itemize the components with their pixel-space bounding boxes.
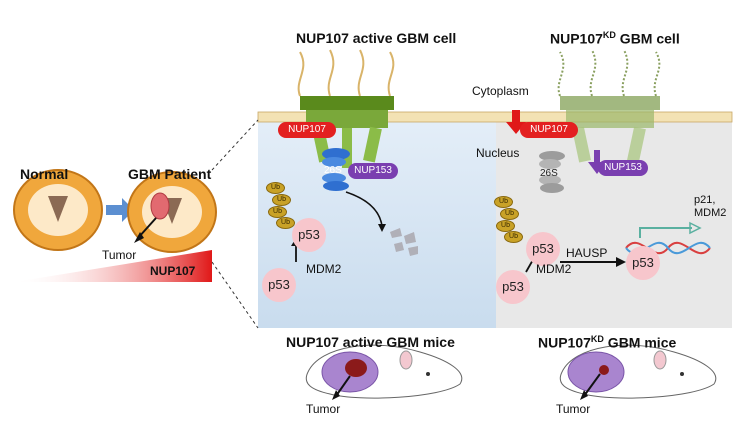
active-mice-title: NUP107 active GBM mice	[286, 334, 455, 350]
zoom-line-bottom	[211, 261, 259, 329]
nuclear-membrane	[257, 111, 733, 123]
kd-nup107-pill: NUP107	[520, 122, 578, 138]
active-ub-2: Ub	[272, 194, 291, 206]
tumor-label: Tumor	[102, 248, 137, 262]
transcription-arrow	[639, 227, 692, 238]
kd-ub-3: Ub	[496, 220, 515, 232]
zoom-line-top	[211, 119, 259, 171]
target-gene-label-1: p21,	[694, 194, 716, 206]
normal-brain-label: Normal	[20, 166, 69, 182]
degradation-arrow	[345, 191, 383, 227]
active-ub-4: Ub	[276, 217, 295, 229]
kd-p53-free: p53	[496, 270, 530, 304]
kd-nup153-pill: NUP153	[598, 160, 648, 176]
kd-ub-2: Ub	[500, 208, 519, 220]
kd-panel-title: NUP107KD GBM cell	[550, 30, 680, 47]
nup107-expression-ramp	[14, 250, 212, 282]
active-p53-ubiquitinated: p53	[292, 218, 326, 252]
normal-brain-icon	[13, 169, 103, 251]
kd-panel-bg	[496, 118, 732, 328]
target-gene-label-2: MDM2	[694, 207, 727, 219]
kd-ub-1: Ub	[494, 196, 513, 208]
progression-arrow-icon	[106, 198, 134, 222]
active-ub-3: Ub	[268, 206, 287, 218]
active-26s-label: 26S	[324, 165, 342, 176]
kd-ub-4: Ub	[504, 231, 523, 243]
active-p53-free: p53	[262, 268, 296, 302]
active-mice-tumor-label: Tumor	[306, 402, 341, 416]
active-nup153-pill: NUP153	[348, 163, 398, 179]
active-mdm2-label: MDM2	[306, 262, 342, 276]
active-panel-title: NUP107 active GBM cell	[296, 30, 457, 46]
active-26s-proteasome-icon	[322, 148, 350, 191]
degraded-p53-fragments-icon	[390, 228, 418, 256]
kd-26s-proteasome-icon	[539, 151, 565, 193]
active-mouse-icon	[305, 344, 463, 399]
kd-p53-ubiquitinated: p53	[526, 232, 560, 266]
hausp-label: HAUSP	[566, 246, 608, 260]
active-nup107-pill: NUP107	[278, 122, 336, 138]
nup107-ramp-label: NUP107	[150, 264, 196, 278]
kd-mdm2-label: MDM2	[536, 262, 572, 276]
kd-mouse-icon	[559, 344, 717, 399]
gbm-brain-icon	[127, 171, 217, 253]
nucleus-label: Nucleus	[476, 146, 520, 160]
active-ub-1: Ub	[266, 182, 285, 194]
kd-mice-title: NUP107KD GBM mice	[538, 334, 677, 351]
gbm-patient-label: GBM Patient	[128, 166, 212, 182]
kd-mice-tumor-label: Tumor	[556, 402, 591, 416]
cytoplasm-label: Cytoplasm	[472, 84, 529, 98]
kd-26s-label: 26S	[540, 168, 558, 179]
kd-p53-stabilized: p53	[626, 246, 660, 280]
kd-nuclear-pore-icon	[557, 49, 661, 163]
